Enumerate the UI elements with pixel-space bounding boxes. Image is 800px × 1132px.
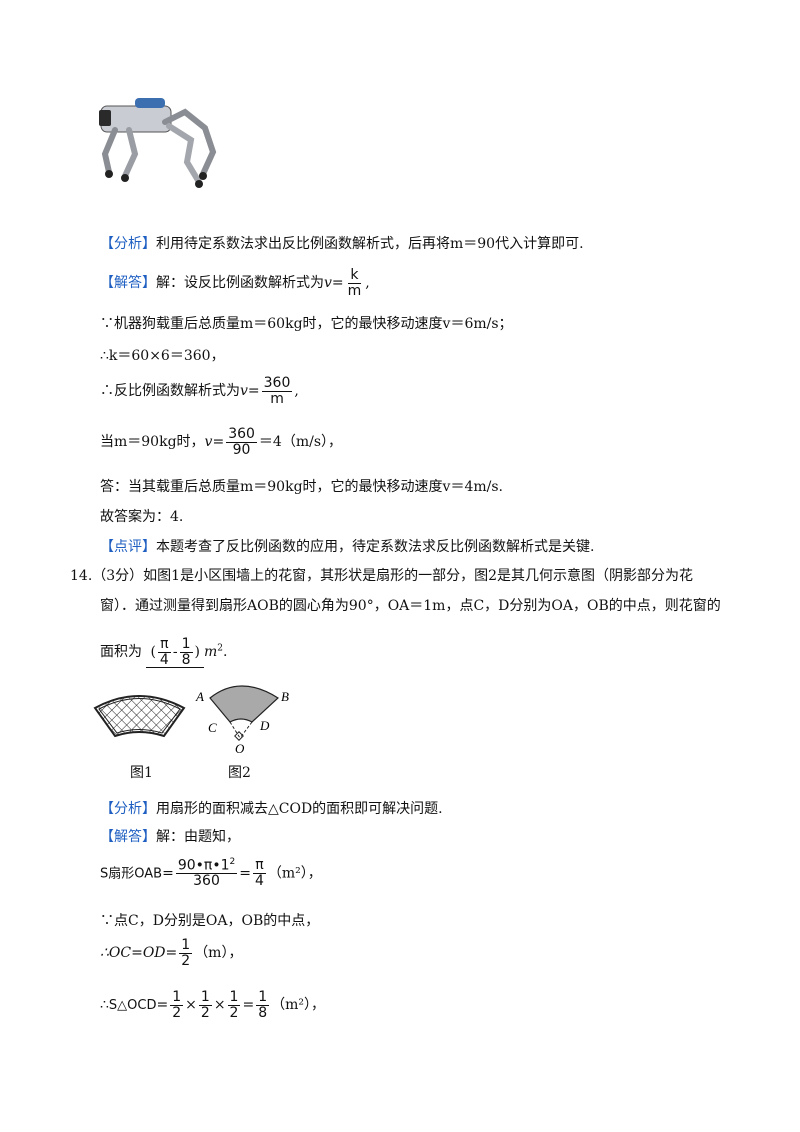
figure-1-caption: 图1 (130, 765, 153, 781)
q14-line2: 窗）．通过测量得到扇形AOB的圆心角为90°，OA＝1m，点C，D分别为OA，O… (100, 598, 721, 614)
comment-text: 本题考查了反比例函数的应用，待定系数法求反比例函数解析式是关键. (156, 539, 595, 555)
label-b: B (281, 689, 289, 704)
q14-midpoint-line: ∵点C，D分别是OA，OB的中点， (100, 913, 320, 929)
q13-reply-line: 答：当其载重后总质量m＝90kg时，它的最快移动速度v＝4m/s. (100, 479, 503, 495)
figure-2-sector: A B C D O (195, 685, 289, 756)
q13-k-line: ∴k＝60×6＝360， (100, 348, 225, 364)
analysis-text: 利用待定系数法求出反比例函数解析式，后再将m＝90代入计算即可. (156, 236, 584, 252)
label-a: A (195, 689, 204, 704)
q14-analysis: 【分析】用扇形的面积减去△COD的面积即可解决问题. (100, 801, 443, 817)
q14-answer-intro: 【解答】解：由题知， (100, 829, 240, 845)
figure-1-window (93, 695, 186, 738)
q13-since-line: ∵机器狗载重后总质量m＝60kg时，它的最快移动速度v＝6m/s； (100, 316, 513, 332)
label-c: C (208, 720, 217, 735)
q14-line1: 14.（3分）如图1是小区围墙上的花窗，其形状是扇形的一部分，图2是其几何示意图… (70, 568, 693, 584)
q13-analysis: 【分析】利用待定系数法求出反比例函数解析式，后再将m＝90代入计算即可. (100, 233, 584, 253)
q13-final: 故答案为：4. (100, 509, 184, 525)
label-d: D (259, 718, 270, 733)
v-symbol: v= (324, 275, 344, 292)
answer-intro: 解：设反比例函数解析式为 (156, 275, 324, 292)
figure-2-caption: 图2 (228, 765, 251, 781)
robot-dog-image (99, 98, 217, 188)
comment-tag: 【点评】 (100, 539, 156, 555)
label-o: O (235, 741, 245, 756)
analysis-tag: 【分析】 (100, 236, 156, 252)
answer-tag: 【解答】 (100, 275, 156, 292)
q13-comment: 【点评】本题考查了反比例函数的应用，待定系数法求反比例函数解析式是关键. (100, 536, 594, 556)
